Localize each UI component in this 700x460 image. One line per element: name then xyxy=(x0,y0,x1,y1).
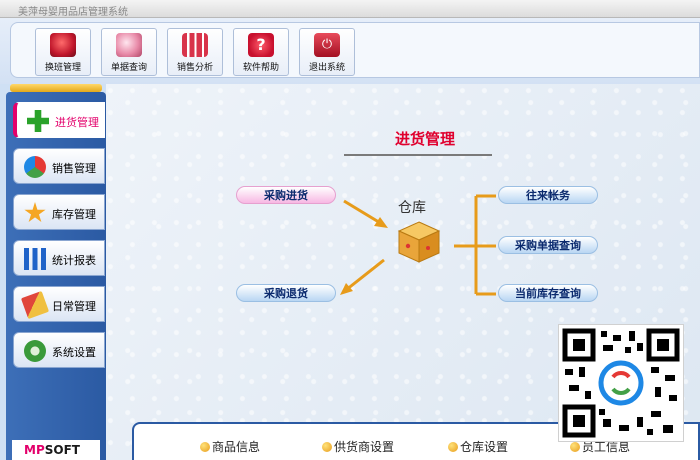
product-info-link[interactable]: 商品信息 xyxy=(200,438,260,455)
plus-icon xyxy=(27,110,49,132)
power-icon: ⏻ xyxy=(314,33,340,57)
sidebar-item-label: 日常管理 xyxy=(52,300,96,313)
software-help-label: 软件帮助 xyxy=(242,63,279,73)
sidebar-item-label: 销售管理 xyxy=(52,162,96,175)
toolbar: 换班管理 单据查询 销售分析 ? 软件帮助 ⏻ 退出系统 xyxy=(0,18,700,84)
qr-code-icon xyxy=(562,328,680,438)
sidebar-item-label: 统计报表 xyxy=(52,254,96,267)
document-query-button[interactable]: 单据查询 xyxy=(101,28,157,76)
brand-suffix: SOFT xyxy=(44,443,80,457)
star-icon xyxy=(24,202,46,223)
software-help-button[interactable]: ? 软件帮助 xyxy=(233,28,289,76)
employee-info-link[interactable]: 员工信息 xyxy=(570,438,630,455)
sidebar-item-inventory[interactable]: 库存管理 xyxy=(13,194,105,230)
bullet-icon xyxy=(570,442,580,452)
gear-icon xyxy=(24,340,46,362)
toolbar-divider xyxy=(10,84,102,92)
sidebar-item-label: 库存管理 xyxy=(52,208,96,221)
warehouse-settings-link[interactable]: 仓库设置 xyxy=(448,438,508,455)
sidebar-item-daily[interactable]: 日常管理 xyxy=(13,286,105,322)
help-icon: ? xyxy=(248,33,274,57)
warehouse-label: 仓库 xyxy=(398,200,426,216)
purchase-in-button[interactable]: 采购进货 xyxy=(236,186,336,204)
flow-arrows xyxy=(340,194,496,296)
pie-chart-icon xyxy=(24,156,46,178)
window-title-bar: 美萍母婴用品店管理系统 xyxy=(0,0,700,18)
broom-icon xyxy=(20,290,50,320)
product-info-label: 商品信息 xyxy=(212,440,261,454)
purchase-query-button[interactable]: 采购单据查询 xyxy=(498,236,598,254)
warehouse-box-icon xyxy=(397,221,441,263)
people-icon xyxy=(50,33,76,57)
toolbar-panel: 换班管理 单据查询 销售分析 ? 软件帮助 ⏻ 退出系统 xyxy=(10,22,700,78)
sidebar-item-label: 系统设置 xyxy=(52,346,96,359)
sidebar-item-reports[interactable]: 统计报表 xyxy=(13,240,105,276)
supplier-settings-link[interactable]: 供货商设置 xyxy=(322,438,394,455)
title-underline xyxy=(344,154,492,156)
accounts-button[interactable]: 往来帐务 xyxy=(498,186,598,204)
employee-info-label: 员工信息 xyxy=(582,440,631,454)
shift-management-button[interactable]: 换班管理 xyxy=(35,28,91,76)
bullet-icon xyxy=(200,442,210,452)
sidebar-item-label: 进货管理 xyxy=(55,116,99,129)
bullet-icon xyxy=(322,442,332,452)
qr-code-overlay xyxy=(558,324,684,442)
sidebar-item-sales[interactable]: 销售管理 xyxy=(13,148,105,184)
main-panel: 进货管理 采购进货 采购退货 仓库 往来帐务 采购单据查询 当前库存查询 商品信… xyxy=(106,84,700,460)
sales-analysis-button[interactable]: 销售分析 xyxy=(167,28,223,76)
bar-chart-icon xyxy=(182,33,208,57)
magnifier-icon xyxy=(116,33,142,57)
bullet-icon xyxy=(448,442,458,452)
document-query-label: 单据查询 xyxy=(110,63,147,73)
brand-prefix: MP xyxy=(24,443,45,457)
current-stock-button[interactable]: 当前库存查询 xyxy=(498,284,598,302)
report-icon xyxy=(24,248,46,270)
page-title: 进货管理 xyxy=(394,130,455,148)
supplier-settings-label: 供货商设置 xyxy=(334,440,395,454)
sidebar-item-purchase[interactable]: 进货管理 xyxy=(13,102,105,138)
exit-system-label: 退出系统 xyxy=(308,63,345,73)
warehouse-settings-label: 仓库设置 xyxy=(460,440,509,454)
brand-logo: MPSOFT xyxy=(12,440,100,460)
sidebar: 进货管理 销售管理 库存管理 统计报表 日常管理 系统设置 MPSOFT xyxy=(6,92,106,460)
sidebar-item-settings[interactable]: 系统设置 xyxy=(13,332,105,368)
shift-management-label: 换班管理 xyxy=(44,63,81,73)
purchase-return-button[interactable]: 采购退货 xyxy=(236,284,336,302)
exit-system-button[interactable]: ⏻ 退出系统 xyxy=(299,28,355,76)
sales-analysis-label: 销售分析 xyxy=(176,63,213,73)
window-title: 美萍母婴用品店管理系统 xyxy=(18,7,128,18)
